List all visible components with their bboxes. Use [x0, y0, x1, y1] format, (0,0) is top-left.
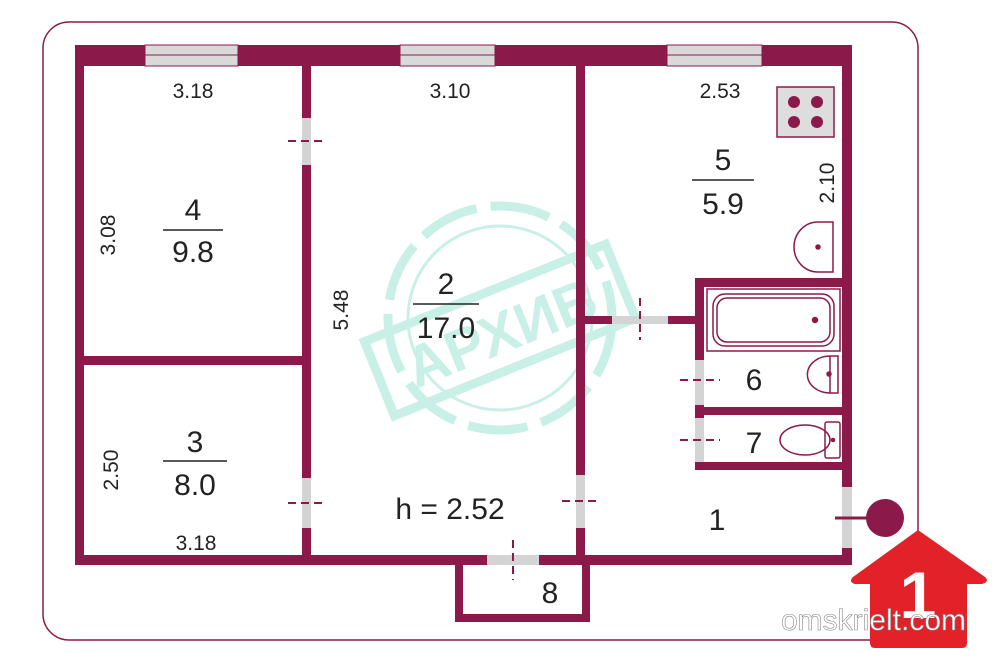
plot-boundary — [42, 21, 919, 641]
svg-text:2: 2 — [438, 268, 455, 301]
kitchen-sink-icon — [793, 221, 834, 273]
logo-site: omskrielt.com — [781, 604, 966, 637]
dim-room5-width: 2.53 — [700, 80, 741, 103]
toilet-icon — [779, 421, 841, 459]
room-5-label: 5 5.9 — [692, 144, 754, 221]
svg-text:4: 4 — [185, 194, 202, 227]
room-2-label: 2 17.0 — [413, 268, 479, 345]
dim-room4-width: 3.18 — [173, 80, 214, 103]
room-1-label: 1 — [709, 504, 726, 537]
ceiling-height: h = 2.52 — [395, 493, 504, 526]
dim-room5-height: 2.10 — [816, 163, 839, 204]
svg-text:5: 5 — [715, 144, 732, 177]
room-4-label: 4 9.8 — [163, 194, 223, 269]
bathtub-icon — [706, 288, 841, 352]
dim-room2-height: 5.48 — [330, 290, 353, 331]
room-3-label: 3 8.0 — [163, 426, 227, 502]
svg-text:5.9: 5.9 — [702, 188, 744, 221]
svg-text:8.0: 8.0 — [174, 469, 216, 502]
dim-room4-height: 3.08 — [97, 215, 120, 256]
room-8-label: 8 — [542, 577, 559, 610]
dim-room2-width: 3.10 — [430, 80, 471, 103]
windows — [144, 44, 763, 67]
logo-digit: 1 — [900, 558, 937, 632]
svg-text:17.0: 17.0 — [417, 312, 475, 345]
room-7-label: 7 — [746, 427, 763, 460]
stove-icon — [776, 86, 835, 138]
doors — [288, 118, 904, 580]
svg-text:3: 3 — [187, 426, 204, 459]
room-6-label: 6 — [746, 364, 763, 397]
dim-room3-width: 3.18 — [176, 532, 217, 555]
washbasin-icon — [806, 355, 839, 394]
svg-text:9.8: 9.8 — [172, 236, 214, 269]
omskrielt-logo: 1 omskrielt.com — [781, 530, 987, 648]
dim-room3-height: 2.50 — [100, 450, 123, 491]
entrance-marker — [866, 499, 904, 537]
